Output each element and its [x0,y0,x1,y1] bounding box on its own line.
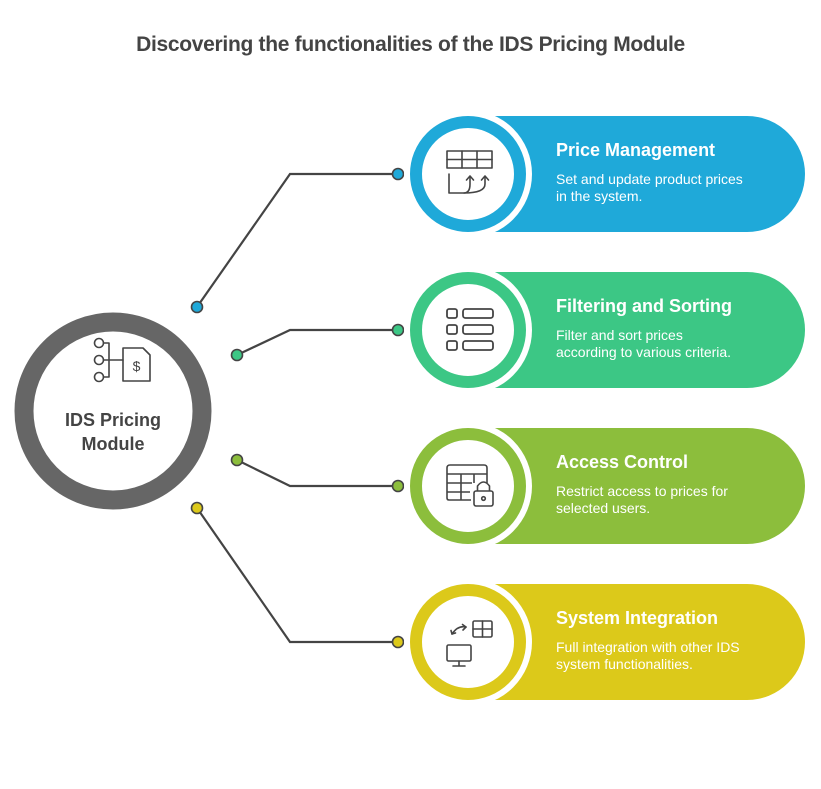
feature-description: Full integration with other IDS system f… [556,639,791,673]
connector-line-price-management [196,172,398,308]
connector-dot-end [391,167,405,181]
list-filter-icon [446,308,494,351]
hub-ring [14,312,212,510]
connector-dot-start [190,300,204,314]
table-lock-icon [446,464,494,507]
feature-description-line: selected users. [556,500,651,516]
hub-label-line2: Module [81,434,145,454]
hub-label-line1: IDS Pricing [64,410,162,430]
feature-card-access-control: Access Control Restrict access to prices… [556,451,791,517]
connector-dot-start [190,501,204,515]
feature-description: Set and update product prices in the sys… [556,171,791,205]
feature-description-line: according to various criteria. [556,344,732,360]
feature-icon-circle-price-management [410,116,526,232]
hub-label: IDS Pricing Module [33,408,193,456]
feature-description-line: Full integration with other IDS [556,639,740,655]
connector-dot-start [230,348,244,362]
connector-line-filtering-sorting [236,328,398,356]
feature-icon-circle-access-control [410,428,526,544]
feature-title: Price Management [556,140,716,160]
feature-card-filtering-sorting: Filtering and Sorting Filter and sort pr… [556,295,791,361]
feature-description-line: in the system. [556,188,643,204]
feature-description-line: Set and update product prices [556,171,743,187]
connector-dot-start [230,453,244,467]
feature-card-price-management: Price Management Set and update product … [556,139,791,205]
feature-pill-filtering-sorting [468,272,805,388]
svg-text:$: $ [133,358,141,374]
table-update-icon [446,150,493,194]
connector-dot-end [391,323,405,337]
pricing-module-icon: $ [93,337,151,383]
feature-description-line: system functionalities. [556,656,693,672]
feature-title: System Integration [556,608,719,628]
feature-title: Access Control [556,452,689,472]
feature-card-system-integration: System Integration Full integration with… [556,607,791,673]
feature-description-line: Restrict access to prices for [556,483,728,499]
feature-pill-access-control [468,428,805,544]
feature-description: Restrict access to prices for selected u… [556,483,791,517]
connector-line-access-control [236,459,398,488]
system-integration-icon [446,620,493,667]
feature-description-line: Filter and sort prices [556,327,683,343]
feature-pill-system-integration [468,584,805,700]
feature-title: Filtering and Sorting [556,296,732,316]
diagram-title: Discovering the functionalities of the I… [136,33,685,56]
connector-dot-end [391,635,405,649]
feature-pill-price-management [468,116,805,232]
feature-description: Filter and sort prices according to vari… [556,327,791,361]
connector-dot-end [391,479,405,493]
feature-icon-circle-filtering-sorting [410,272,526,388]
connector-line-system-integration [196,507,398,644]
feature-icon-circle-system-integration [410,584,526,700]
